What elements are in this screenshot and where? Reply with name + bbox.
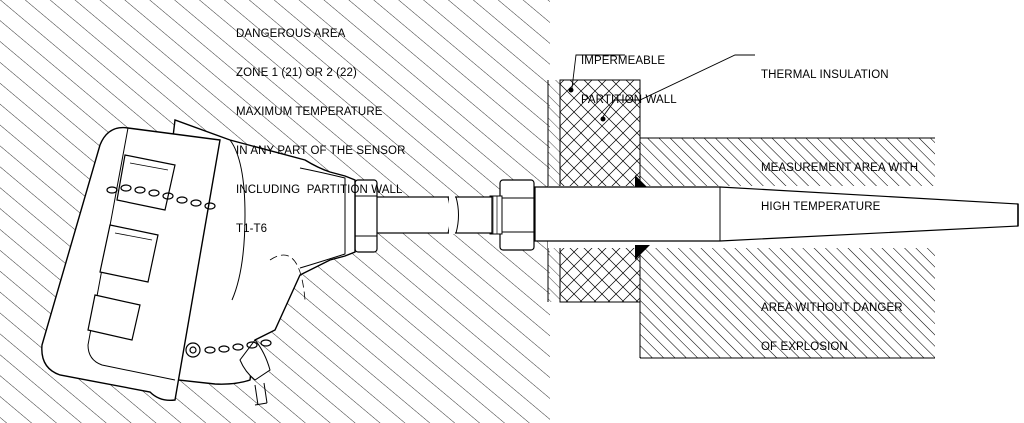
dangerous-area-label: DANGEROUS AREA ZONE 1 (21) OR 2 (22) MAX…	[236, 2, 406, 249]
partition-wall-label: IMPERMEABLE PARTITION WALL	[581, 29, 677, 120]
dangerous-area-line: ZONE 1 (21) OR 2 (22)	[236, 67, 357, 79]
safe-area-label: AREA WITHOUT DANGER OF EXPLOSION	[761, 276, 903, 367]
safe-area-line: AREA WITHOUT DANGER	[761, 302, 903, 314]
thermal-insulation-label: THERMAL INSULATION	[761, 43, 889, 95]
dangerous-area-line: IN ANY PART OF THE SENSOR	[236, 145, 406, 157]
gland-nut	[354, 179, 378, 253]
dangerous-area-line: DANGEROUS AREA	[236, 28, 346, 40]
thermal-insulation-line: THERMAL INSULATION	[761, 69, 889, 81]
cover-chain	[106, 184, 216, 210]
dangerous-area-line: MAXIMUM TEMPERATURE	[236, 106, 383, 118]
leader-dots	[568, 87, 606, 122]
extension-neck	[371, 196, 493, 234]
head-cover	[41, 126, 221, 402]
partition-wall-line: PARTITION WALL	[581, 94, 677, 106]
safe-area-line: OF EXPLOSION	[761, 341, 848, 353]
weld-fillets	[635, 175, 650, 260]
leader-lines	[571, 54, 755, 119]
earth-screw-chain	[185, 339, 272, 358]
measurement-area-line: HIGH TEMPERATURE	[761, 201, 881, 213]
measurement-area-label: MEASUREMENT AREA WITH HIGH TEMPERATURE	[761, 136, 918, 227]
partition-wall-line: IMPERMEABLE	[581, 55, 666, 67]
hex-nut-fitting	[489, 179, 535, 251]
dangerous-area-line: T1-T6	[236, 223, 268, 235]
measurement-area-line: MEASUREMENT AREA WITH	[761, 162, 919, 174]
protective-tube	[534, 186, 1019, 242]
dangerous-area-line: INCLUDING PARTITION WALL	[236, 184, 403, 196]
